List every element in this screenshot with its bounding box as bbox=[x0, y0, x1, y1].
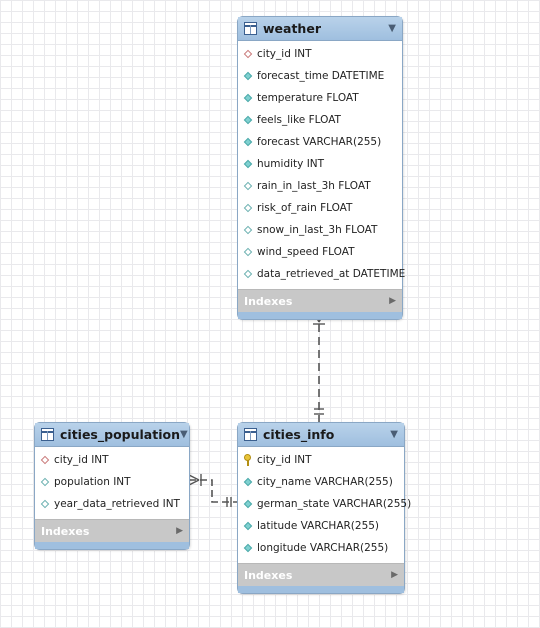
collapse-arrow-icon[interactable]: ▼ bbox=[390, 429, 398, 440]
indexes-section[interactable]: Indexes ▶ bbox=[35, 519, 189, 542]
one-mark-cities-info-top bbox=[314, 408, 324, 415]
column-row[interactable]: temperature FLOAT bbox=[238, 87, 402, 109]
not-null-diamond-icon bbox=[243, 71, 253, 81]
column-label: temperature FLOAT bbox=[257, 92, 359, 104]
table-title: cities_info bbox=[263, 427, 335, 442]
not-null-diamond-icon bbox=[243, 137, 253, 147]
nullable-diamond-icon bbox=[40, 499, 50, 509]
column-label: wind_speed FLOAT bbox=[257, 246, 355, 258]
column-row[interactable]: humidity INT bbox=[238, 153, 402, 175]
not-null-diamond-icon bbox=[243, 93, 253, 103]
column-row[interactable]: city_id INT bbox=[238, 449, 404, 471]
table-header[interactable]: cities_population ▼ bbox=[35, 423, 189, 447]
column-label: data_retrieved_at DATETIME bbox=[257, 268, 406, 280]
table-header[interactable]: weather ▼ bbox=[238, 17, 402, 41]
table-cities-info[interactable]: cities_info ▼ city_id INT city_name VARCH… bbox=[237, 422, 411, 594]
column-row[interactable]: snow_in_last_3h FLOAT bbox=[238, 219, 402, 241]
table-bottom-bar bbox=[238, 312, 402, 319]
collapse-arrow-icon[interactable]: ▼ bbox=[388, 23, 396, 34]
column-label: forecast VARCHAR(255) bbox=[257, 136, 382, 148]
table-bottom-bar bbox=[35, 542, 189, 549]
column-label: city_id INT bbox=[257, 454, 312, 466]
expand-arrow-icon[interactable]: ▶ bbox=[391, 570, 398, 580]
collapse-arrow-icon[interactable]: ▼ bbox=[179, 429, 188, 440]
column-row[interactable]: wind_speed FLOAT bbox=[238, 241, 402, 263]
not-null-diamond-icon bbox=[243, 499, 253, 509]
indexes-section[interactable]: Indexes ▶ bbox=[238, 289, 402, 312]
column-label: german_state VARCHAR(255) bbox=[257, 498, 412, 510]
column-label: risk_of_rain FLOAT bbox=[257, 202, 353, 214]
not-null-diamond-icon bbox=[243, 543, 253, 553]
not-null-diamond-icon bbox=[243, 115, 253, 125]
indexes-section[interactable]: Indexes ▶ bbox=[238, 563, 404, 586]
nullable-diamond-icon bbox=[243, 269, 253, 279]
table-header[interactable]: cities_info ▼ bbox=[238, 423, 404, 447]
table-title: cities_population bbox=[60, 427, 180, 442]
table-bottom-bar bbox=[238, 586, 404, 593]
not-null-diamond-icon bbox=[243, 521, 253, 531]
nullable-diamond-icon bbox=[40, 477, 50, 487]
column-label: longitude VARCHAR(255) bbox=[257, 542, 389, 554]
column-label: forecast_time DATETIME bbox=[257, 70, 385, 82]
column-row[interactable]: feels_like FLOAT bbox=[238, 109, 402, 131]
column-list: city_id INT city_name VARCHAR(255) german_… bbox=[238, 447, 411, 563]
expand-arrow-icon[interactable]: ▶ bbox=[176, 526, 183, 536]
column-row[interactable]: city_id INT bbox=[238, 43, 402, 65]
indexes-label: Indexes bbox=[244, 294, 293, 308]
column-row[interactable]: rain_in_last_3h FLOAT bbox=[238, 175, 402, 197]
column-label: feels_like FLOAT bbox=[257, 114, 341, 126]
column-row[interactable]: forecast_time DATETIME bbox=[238, 65, 402, 87]
one-mark-cities-info-left bbox=[226, 497, 232, 507]
not-null-diamond-icon bbox=[243, 477, 253, 487]
foreign-key-diamond-icon bbox=[40, 455, 50, 465]
column-label: population INT bbox=[54, 476, 131, 488]
not-null-diamond-icon bbox=[243, 159, 253, 169]
indexes-label: Indexes bbox=[244, 568, 293, 582]
nullable-diamond-icon bbox=[243, 225, 253, 235]
table-title: weather bbox=[263, 21, 321, 36]
table-cities-population[interactable]: cities_population ▼ city_id INT populatio… bbox=[34, 422, 190, 550]
column-list: city_id INT forecast_time DATETIME tempera… bbox=[238, 41, 406, 289]
column-label: rain_in_last_3h FLOAT bbox=[257, 180, 371, 192]
primary-key-icon bbox=[243, 454, 253, 466]
nullable-diamond-icon bbox=[243, 203, 253, 213]
column-row[interactable]: population INT bbox=[35, 471, 189, 493]
crowfoot-population-end bbox=[188, 474, 202, 486]
column-row[interactable]: latitude VARCHAR(255) bbox=[238, 515, 404, 537]
column-list: city_id INT population INT year_data_retri… bbox=[35, 447, 189, 519]
column-row[interactable]: city_id INT bbox=[35, 449, 189, 471]
column-row[interactable]: risk_of_rain FLOAT bbox=[238, 197, 402, 219]
column-label: city_id INT bbox=[257, 48, 312, 60]
column-label: snow_in_last_3h FLOAT bbox=[257, 224, 378, 236]
foreign-key-diamond-icon bbox=[243, 49, 253, 59]
table-icon bbox=[41, 428, 54, 441]
column-row[interactable]: longitude VARCHAR(255) bbox=[238, 537, 404, 559]
column-label: city_id INT bbox=[54, 454, 109, 466]
expand-arrow-icon[interactable]: ▶ bbox=[389, 296, 396, 306]
column-label: humidity INT bbox=[257, 158, 325, 170]
column-row[interactable]: german_state VARCHAR(255) bbox=[238, 493, 411, 515]
column-label: year_data_retrieved INT bbox=[54, 498, 180, 510]
indexes-label: Indexes bbox=[41, 524, 90, 538]
table-icon bbox=[244, 428, 257, 441]
table-weather[interactable]: weather ▼ city_id INT forecast_time DATET… bbox=[237, 16, 406, 320]
column-label: city_name VARCHAR(255) bbox=[257, 476, 393, 488]
nullable-diamond-icon bbox=[243, 247, 253, 257]
table-icon bbox=[244, 22, 257, 35]
column-row[interactable]: data_retrieved_at DATETIME bbox=[238, 263, 406, 285]
column-row[interactable]: forecast VARCHAR(255) bbox=[238, 131, 402, 153]
column-row[interactable]: year_data_retrieved INT bbox=[35, 493, 189, 515]
nullable-diamond-icon bbox=[243, 181, 253, 191]
column-label: latitude VARCHAR(255) bbox=[257, 520, 380, 532]
column-row[interactable]: city_name VARCHAR(255) bbox=[238, 471, 404, 493]
